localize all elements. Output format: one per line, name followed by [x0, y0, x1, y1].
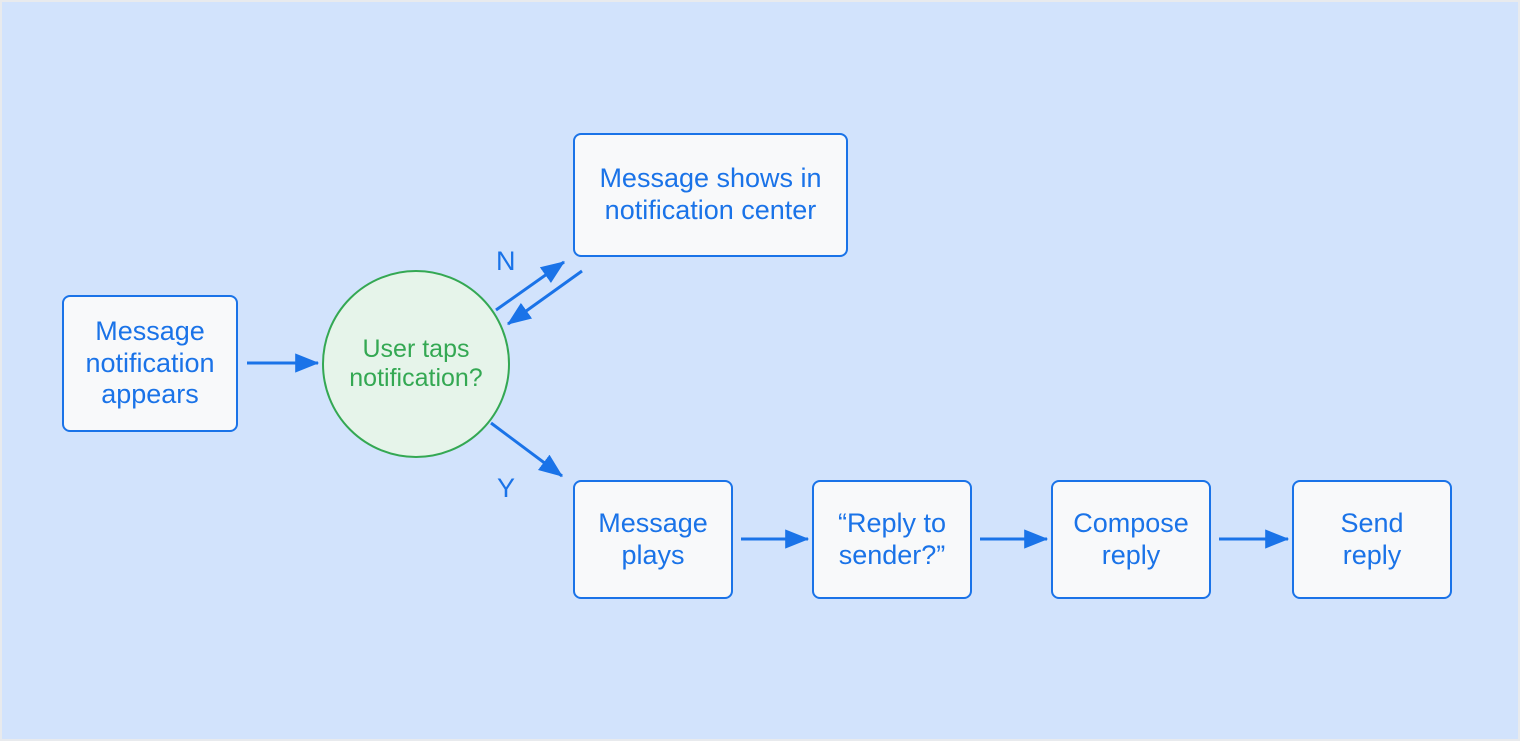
edge-decision-to-message-plays — [490, 421, 563, 478]
edge-notification-center-to-decision — [507, 269, 583, 326]
node-send-reply[interactable]: Send reply — [1292, 480, 1452, 599]
node-compose-reply[interactable]: Compose reply — [1051, 480, 1211, 599]
node-message-notification-appears[interactable]: Message notification appears — [62, 295, 238, 432]
node-message-plays[interactable]: Message plays — [573, 480, 733, 599]
node-user-taps-notification-decision[interactable]: User taps notification? — [322, 270, 510, 458]
node-message-shows-in-notification-center[interactable]: Message shows in notification center — [573, 133, 848, 257]
edge-label-yes: Y — [497, 473, 516, 503]
node-reply-to-sender-prompt[interactable]: “Reply to sender?” — [812, 480, 972, 599]
edge-label-no: N — [496, 246, 516, 276]
